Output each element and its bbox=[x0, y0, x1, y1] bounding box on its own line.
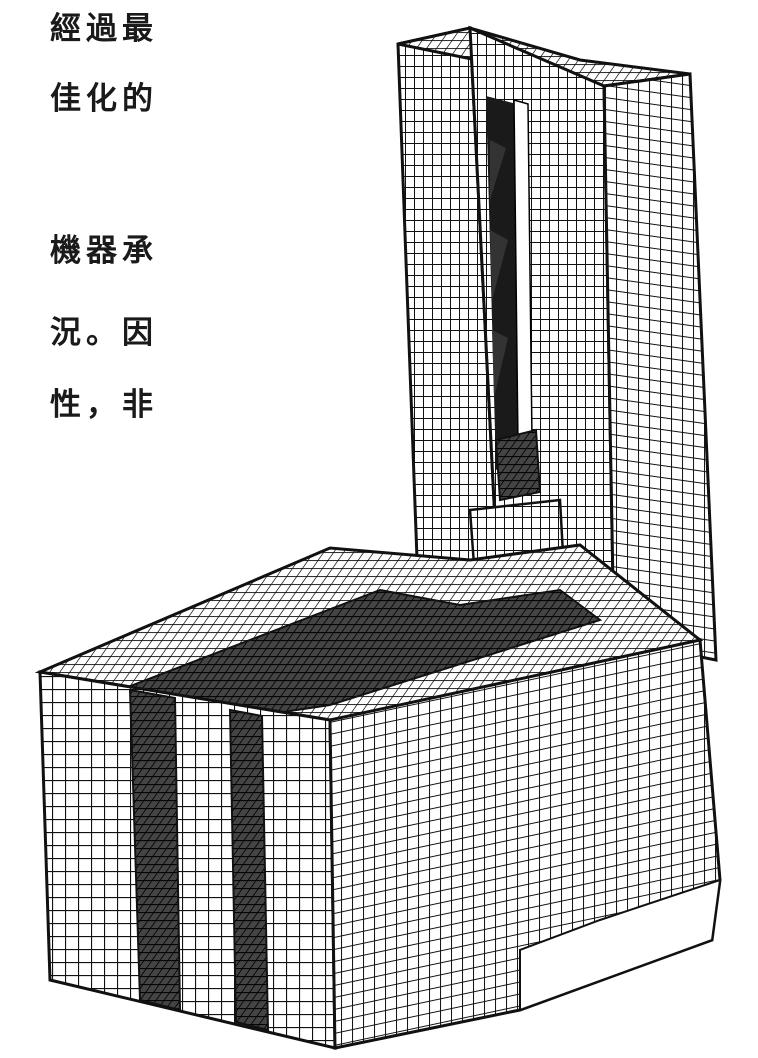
text-line-4: 況。因 bbox=[50, 315, 158, 351]
text-line-3: 機器承 bbox=[50, 233, 158, 269]
text-line-1: 經過最 bbox=[50, 11, 158, 47]
text-line-5: 性，非 bbox=[50, 387, 158, 423]
text-line-2: 佳化的 bbox=[50, 81, 158, 117]
text-column: 經過最 佳化的 機器承 況。因 性，非 bbox=[0, 0, 160, 460]
